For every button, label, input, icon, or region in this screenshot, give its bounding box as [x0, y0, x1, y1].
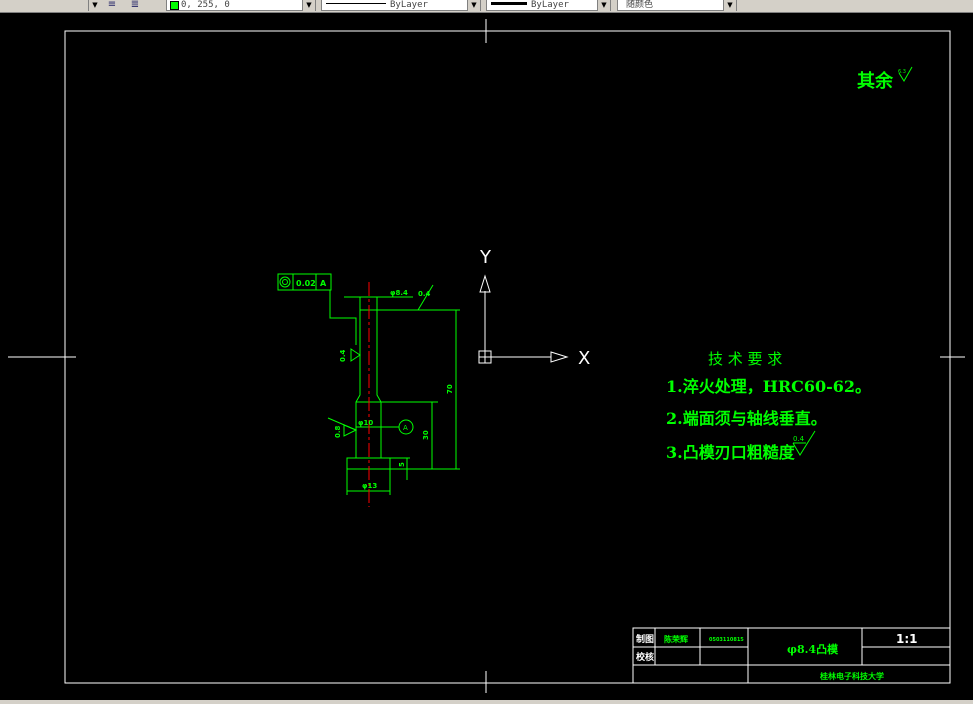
title-row1-label: 制图 — [636, 633, 654, 645]
plotstyle-dropdown[interactable]: 随颜色 — [617, 0, 737, 11]
datum-label: A — [403, 424, 408, 432]
layer-dropdown-arrow[interactable]: ▼ — [88, 0, 101, 11]
dim-top-dia: φ8.4 — [390, 289, 408, 297]
title-row1-number: 0503110815 — [709, 637, 744, 643]
dim-shoulder-dia: φ10 — [358, 419, 373, 427]
tech-item-3: 3.凸模刃口粗糙度 — [666, 443, 796, 462]
drawing-canvas[interactable]: Y X 其余 6.3 技 术 要 求 1.淬火处理，HRC60-62。 2.端面… — [0, 12, 973, 700]
tech-roughness-icon — [792, 430, 816, 456]
dim-head-height: 5 — [398, 462, 406, 467]
punch-part — [327, 284, 460, 495]
dim-top-roughness: 0.4 — [418, 290, 431, 298]
title-scale: 1:1 — [896, 632, 918, 646]
dim-shoulder-length: 30 — [422, 430, 430, 440]
surface-note-roughness-icon — [898, 66, 913, 82]
axis-x-label: X — [578, 348, 590, 369]
status-strip — [0, 700, 973, 704]
color-swatch-icon — [170, 1, 179, 10]
linetype-sample-icon — [326, 2, 386, 4]
feature-control-frame — [277, 273, 332, 291]
tech-roughness-value: 0.4 — [793, 435, 805, 443]
fcf-tolerance: 0.02 — [296, 279, 316, 288]
fcf-datum: A — [320, 279, 327, 288]
surface-note: 其余 — [857, 70, 894, 92]
title-row1-name: 陈荣辉 — [664, 634, 688, 644]
lineweight-value: ByLayer — [531, 0, 569, 10]
dim-total-length: 70 — [446, 384, 454, 394]
frame-center-marks — [8, 19, 965, 693]
ucs-icon — [478, 274, 569, 364]
surface-note-roughness-value: 6.3 — [898, 69, 906, 75]
linetype-value: ByLayer — [390, 0, 428, 10]
lineweight-sample-icon — [491, 2, 527, 5]
properties-toolbar: ▼ ≡ ≣ 0, 255, 0 ▼ ByLayer ▼ ByLayer ▼ 随颜… — [0, 0, 973, 13]
layer-states-icon[interactable]: ≣ — [130, 0, 140, 10]
plotstyle-dropdown-arrow[interactable]: ▼ — [723, 0, 736, 11]
color-dropdown-arrow[interactable]: ▼ — [302, 0, 315, 11]
title-row2-label: 校核 — [636, 651, 654, 663]
linetype-dropdown[interactable]: ByLayer — [321, 0, 481, 11]
tech-title: 技 术 要 求 — [708, 350, 782, 368]
dim-side-roughness: 0.4 — [339, 349, 347, 362]
title-block — [632, 627, 951, 684]
color-value: 0, 255, 0 — [181, 0, 230, 10]
lineweight-dropdown-arrow[interactable]: ▼ — [597, 0, 610, 11]
axis-y-label: Y — [479, 247, 492, 268]
dim-lower-roughness: 0.8 — [334, 425, 342, 438]
title-school: 桂林电子科技大学 — [819, 671, 884, 681]
tech-item-2: 2.端面须与轴线垂直。 — [666, 409, 827, 428]
dim-base-dia: φ13 — [362, 482, 377, 490]
color-dropdown[interactable]: 0, 255, 0 — [166, 0, 316, 11]
tech-item-1: 1.淬火处理，HRC60-62。 — [666, 377, 871, 396]
layer-previous-icon[interactable]: ≡ — [107, 0, 117, 10]
title-part-name: φ8.4凸模 — [787, 642, 839, 656]
linetype-dropdown-arrow[interactable]: ▼ — [467, 0, 480, 11]
plotstyle-value: 随颜色 — [626, 0, 654, 10]
lineweight-dropdown[interactable]: ByLayer — [486, 0, 611, 11]
